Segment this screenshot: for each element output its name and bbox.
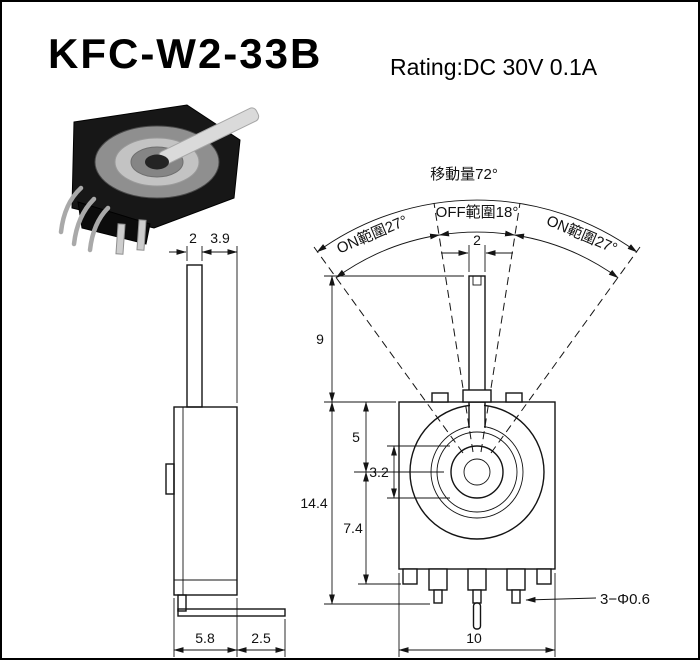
center-shaft-pin: [472, 602, 482, 630]
side-view-drawing: 2 3.9 5.8 2.5: [165, 230, 286, 657]
side-lever: [186, 264, 203, 408]
travel-angle-label: 移動量72°: [430, 166, 498, 183]
photo-pin-wire: [58, 185, 84, 235]
front-body-tab: [431, 392, 449, 403]
side-dim-upper-width: 3.9: [210, 230, 230, 246]
side-body: [173, 406, 238, 596]
front-lever-collar: [462, 389, 492, 403]
front-dim-lever-width: 2: [473, 232, 481, 248]
pin-diameter-note: 3−Φ0.6: [600, 591, 650, 608]
rating-label: Rating:DC 30V 0.1A: [390, 54, 598, 80]
front-dim-body-width: 10: [466, 630, 482, 646]
side-dim-body-depth: 5.8: [195, 630, 215, 646]
photo-pin-wire: [71, 196, 97, 247]
terminal-pin: [467, 568, 487, 591]
terminal-pin-leg: [511, 589, 521, 604]
photo-pin: [136, 219, 147, 251]
front-dim-lever-height: 9: [316, 331, 324, 347]
front-dim-hub-diameter: 3.2: [369, 464, 389, 480]
side-body-boss: [165, 463, 175, 495]
photo-pin: [115, 223, 126, 255]
off-range-label: OFF範圍18°: [436, 203, 519, 221]
front-lever-tip-notch: [472, 275, 482, 286]
mount-tab: [402, 568, 418, 585]
photo-pin-wire: [87, 205, 111, 253]
front-dimension-lines: [324, 245, 597, 657]
side-dimension-lines: [169, 246, 286, 657]
product-photo: [58, 104, 260, 255]
front-body-tab: [505, 392, 523, 403]
photo-hub: [145, 154, 169, 170]
front-view-drawing: 移動量72° ON範圍27° OFF範圍18° ON範圍27°: [300, 166, 650, 657]
front-dim-center-offset: 5: [352, 429, 360, 445]
terminal-pin-leg: [472, 589, 482, 604]
terminal-pin: [428, 568, 448, 591]
front-lever: [468, 275, 486, 403]
front-dim-total-height: 14.4: [300, 495, 327, 511]
mount-tab: [536, 568, 552, 585]
side-dim-foot-length: 2.5: [251, 630, 271, 646]
terminal-pin: [506, 568, 526, 591]
side-dim-lever-thickness: 2: [189, 230, 197, 246]
front-dim-lower-height: 7.4: [343, 520, 363, 536]
front-pins: [402, 568, 552, 630]
product-title: KFC-W2-33B: [48, 30, 323, 77]
side-foot: [177, 608, 286, 617]
angle-arcs: [316, 199, 638, 279]
side-pin: [177, 594, 187, 612]
terminal-pin-leg: [433, 589, 443, 604]
